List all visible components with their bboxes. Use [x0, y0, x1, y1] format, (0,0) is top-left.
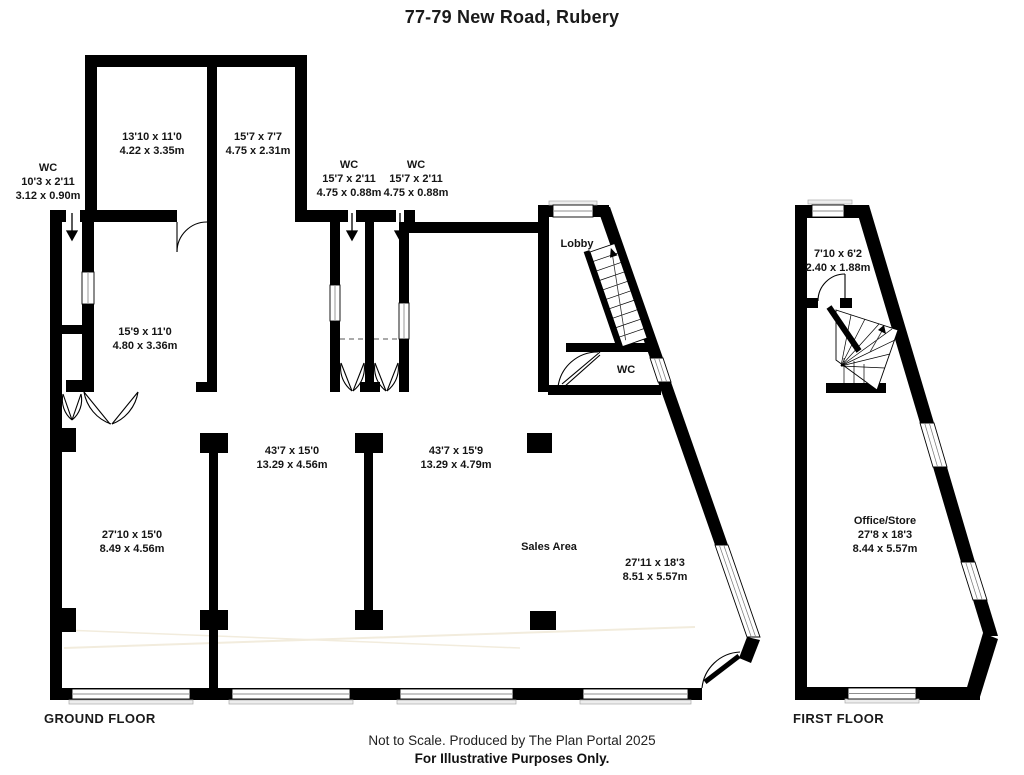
room-dim-imperial: 7'10 x 6'2 [813, 248, 863, 260]
door-arc [61, 393, 73, 421]
door-arc [817, 273, 846, 302]
lobby-label: Lobby [561, 237, 594, 251]
room-dim-metric: 8.51 x 5.57m [622, 571, 688, 583]
window [844, 698, 920, 704]
first-floor-plan [795, 199, 998, 704]
room-dim-imperial: 27'11 x 18'3 [625, 557, 685, 569]
room-label-27-10: 27'10 x 15'0 8.49 x 4.56m [100, 528, 165, 556]
room-dim-metric: 4.80 x 3.36m [112, 340, 178, 352]
stairs-icon [826, 305, 899, 391]
wc-label-lobby: WC [617, 363, 635, 377]
room-dim-metric: 3.12 x 0.90m [15, 190, 81, 202]
columns [200, 433, 556, 688]
door-arc [340, 362, 353, 392]
room-dim-metric: 2.40 x 1.88m [805, 262, 871, 274]
ground-doors [61, 221, 741, 689]
room-name: Office/Store [853, 515, 917, 527]
bay-label-2: 43'7 x 15'9 13.29 x 4.79m [421, 444, 492, 472]
room-label-13-10: 13'10 x 11'0 4.22 x 3.35m [120, 130, 185, 158]
window [548, 200, 598, 206]
room-dim-imperial: 15'9 x 11'0 [118, 326, 172, 338]
wc-label-mid-right: WC 15'7 x 2'11 4.75 x 0.88m [384, 158, 449, 200]
footer-illustrative-note: For Illustrative Purposes Only. [414, 751, 610, 766]
door-arc [352, 362, 365, 392]
door-arc [111, 391, 139, 425]
ground-floor-label: GROUND FLOOR [44, 711, 156, 726]
room-dim-imperial: 43'7 x 15'9 [428, 445, 484, 457]
window [960, 561, 988, 601]
room-name: WC [616, 364, 636, 376]
ground-floor-plan [50, 55, 761, 705]
floor-accent-lines [63, 626, 696, 649]
door-arc [557, 351, 599, 388]
door-arc [386, 362, 399, 392]
room-dim-imperial: 10'3 x 2'11 [21, 176, 75, 188]
room-name: WC [38, 162, 58, 174]
sales-area-label: Sales Area [521, 540, 577, 554]
room-label-27-11: 27'11 x 18'3 8.51 x 5.57m [623, 556, 688, 584]
door-arc [83, 391, 112, 425]
room-label-15-9: 15'9 x 11'0 4.80 x 3.36m [113, 325, 178, 353]
room-dim-imperial: 43'7 x 15'0 [264, 445, 320, 457]
room-dim-metric: 4.75 x 2.31m [225, 145, 291, 157]
room-dim-metric: 4.75 x 0.88m [316, 187, 382, 199]
room-dim-metric: 8.44 x 5.57m [852, 543, 918, 555]
room-dim-metric: 13.29 x 4.56m [256, 459, 328, 471]
page-title: 77-79 New Road, Rubery [404, 7, 620, 27]
stairs-icon [583, 242, 648, 351]
room-dim-imperial: 27'8 x 18'3 [857, 529, 913, 541]
first-floor-windows [807, 199, 988, 704]
room-name: Sales Area [521, 541, 577, 553]
room-dim-metric: 8.49 x 4.56m [99, 543, 165, 555]
room-name: Lobby [560, 238, 594, 250]
room-label-15-7: 15'7 x 7'7 4.75 x 2.31m [226, 130, 291, 158]
room-label-7-10: 7'10 x 6'2 2.40 x 1.88m [806, 247, 871, 275]
diagonal-windows [649, 357, 761, 638]
door-arc [176, 221, 208, 253]
door-arc [701, 651, 741, 689]
window [807, 199, 853, 205]
room-name: WC [406, 159, 426, 171]
room-name: WC [339, 159, 359, 171]
footer-disclaimer: Not to Scale. Produced by The Plan Porta… [368, 733, 656, 748]
first-floor-doors [817, 273, 846, 302]
wc-label-mid-left: WC 15'7 x 2'11 4.75 x 0.88m [317, 158, 382, 200]
room-dim-imperial: 13'10 x 11'0 [122, 131, 182, 143]
ground-windows [68, 200, 761, 705]
storefront-windows [68, 688, 692, 705]
room-dim-imperial: 15'7 x 7'7 [233, 131, 283, 143]
first-floor-walls [795, 205, 998, 700]
room-dim-metric: 4.75 x 0.88m [383, 187, 449, 199]
room-dim-metric: 4.22 x 3.35m [119, 145, 185, 157]
office-store-label: Office/Store 27'8 x 18'3 8.44 x 5.57m [853, 514, 918, 556]
window [919, 422, 948, 468]
bay-label-1: 43'7 x 15'0 13.29 x 4.56m [257, 444, 328, 472]
room-dim-imperial: 15'7 x 2'11 [322, 173, 376, 185]
door-arc [374, 362, 387, 392]
room-dim-imperial: 27'10 x 15'0 [101, 529, 163, 541]
first-floor-label: FIRST FLOOR [793, 711, 885, 726]
wc-label-left: WC 10'3 x 2'11 3.12 x 0.90m [16, 161, 81, 203]
door-arc [71, 393, 83, 421]
entrance-arrows [65, 213, 407, 242]
room-dim-imperial: 15'7 x 2'11 [389, 173, 443, 185]
room-dim-metric: 13.29 x 4.79m [420, 459, 492, 471]
